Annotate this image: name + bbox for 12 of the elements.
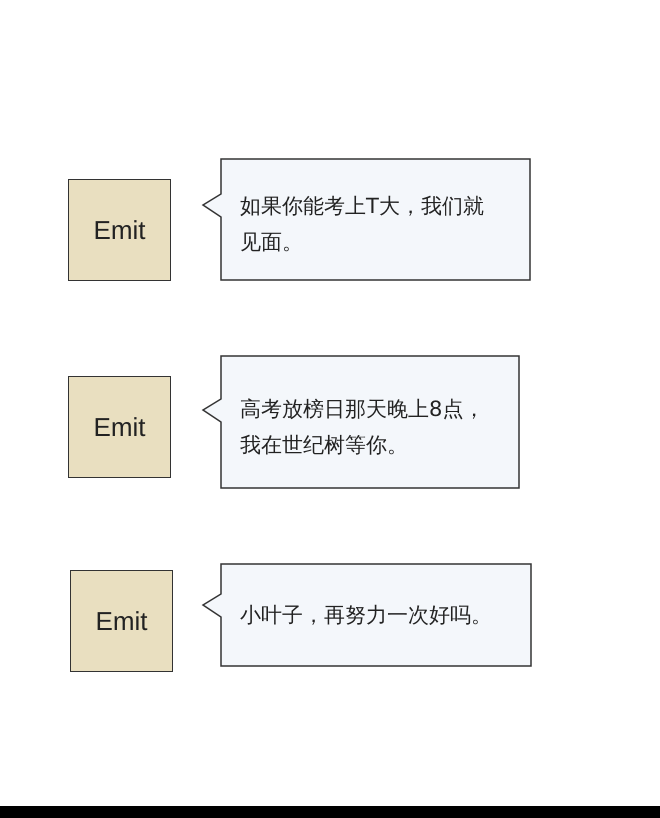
- speech-bubble: [200, 563, 532, 667]
- speech-bubble: [200, 355, 520, 489]
- name-label: Emit: [94, 214, 146, 246]
- name-box: [68, 179, 171, 281]
- name-box: [70, 570, 173, 672]
- speech-text: 如果你能考上T大，我们就见面。: [240, 193, 485, 256]
- name-label: Emit: [94, 412, 146, 442]
- name-box: [68, 376, 171, 478]
- speech-text: 高考放榜日那天晚上8点，我在世纪树等你。: [240, 396, 486, 459]
- speech-text: 小叶子，再努力一次好吗。: [240, 602, 493, 629]
- name-label: Emit: [96, 606, 148, 636]
- speech-bubble: [200, 158, 531, 281]
